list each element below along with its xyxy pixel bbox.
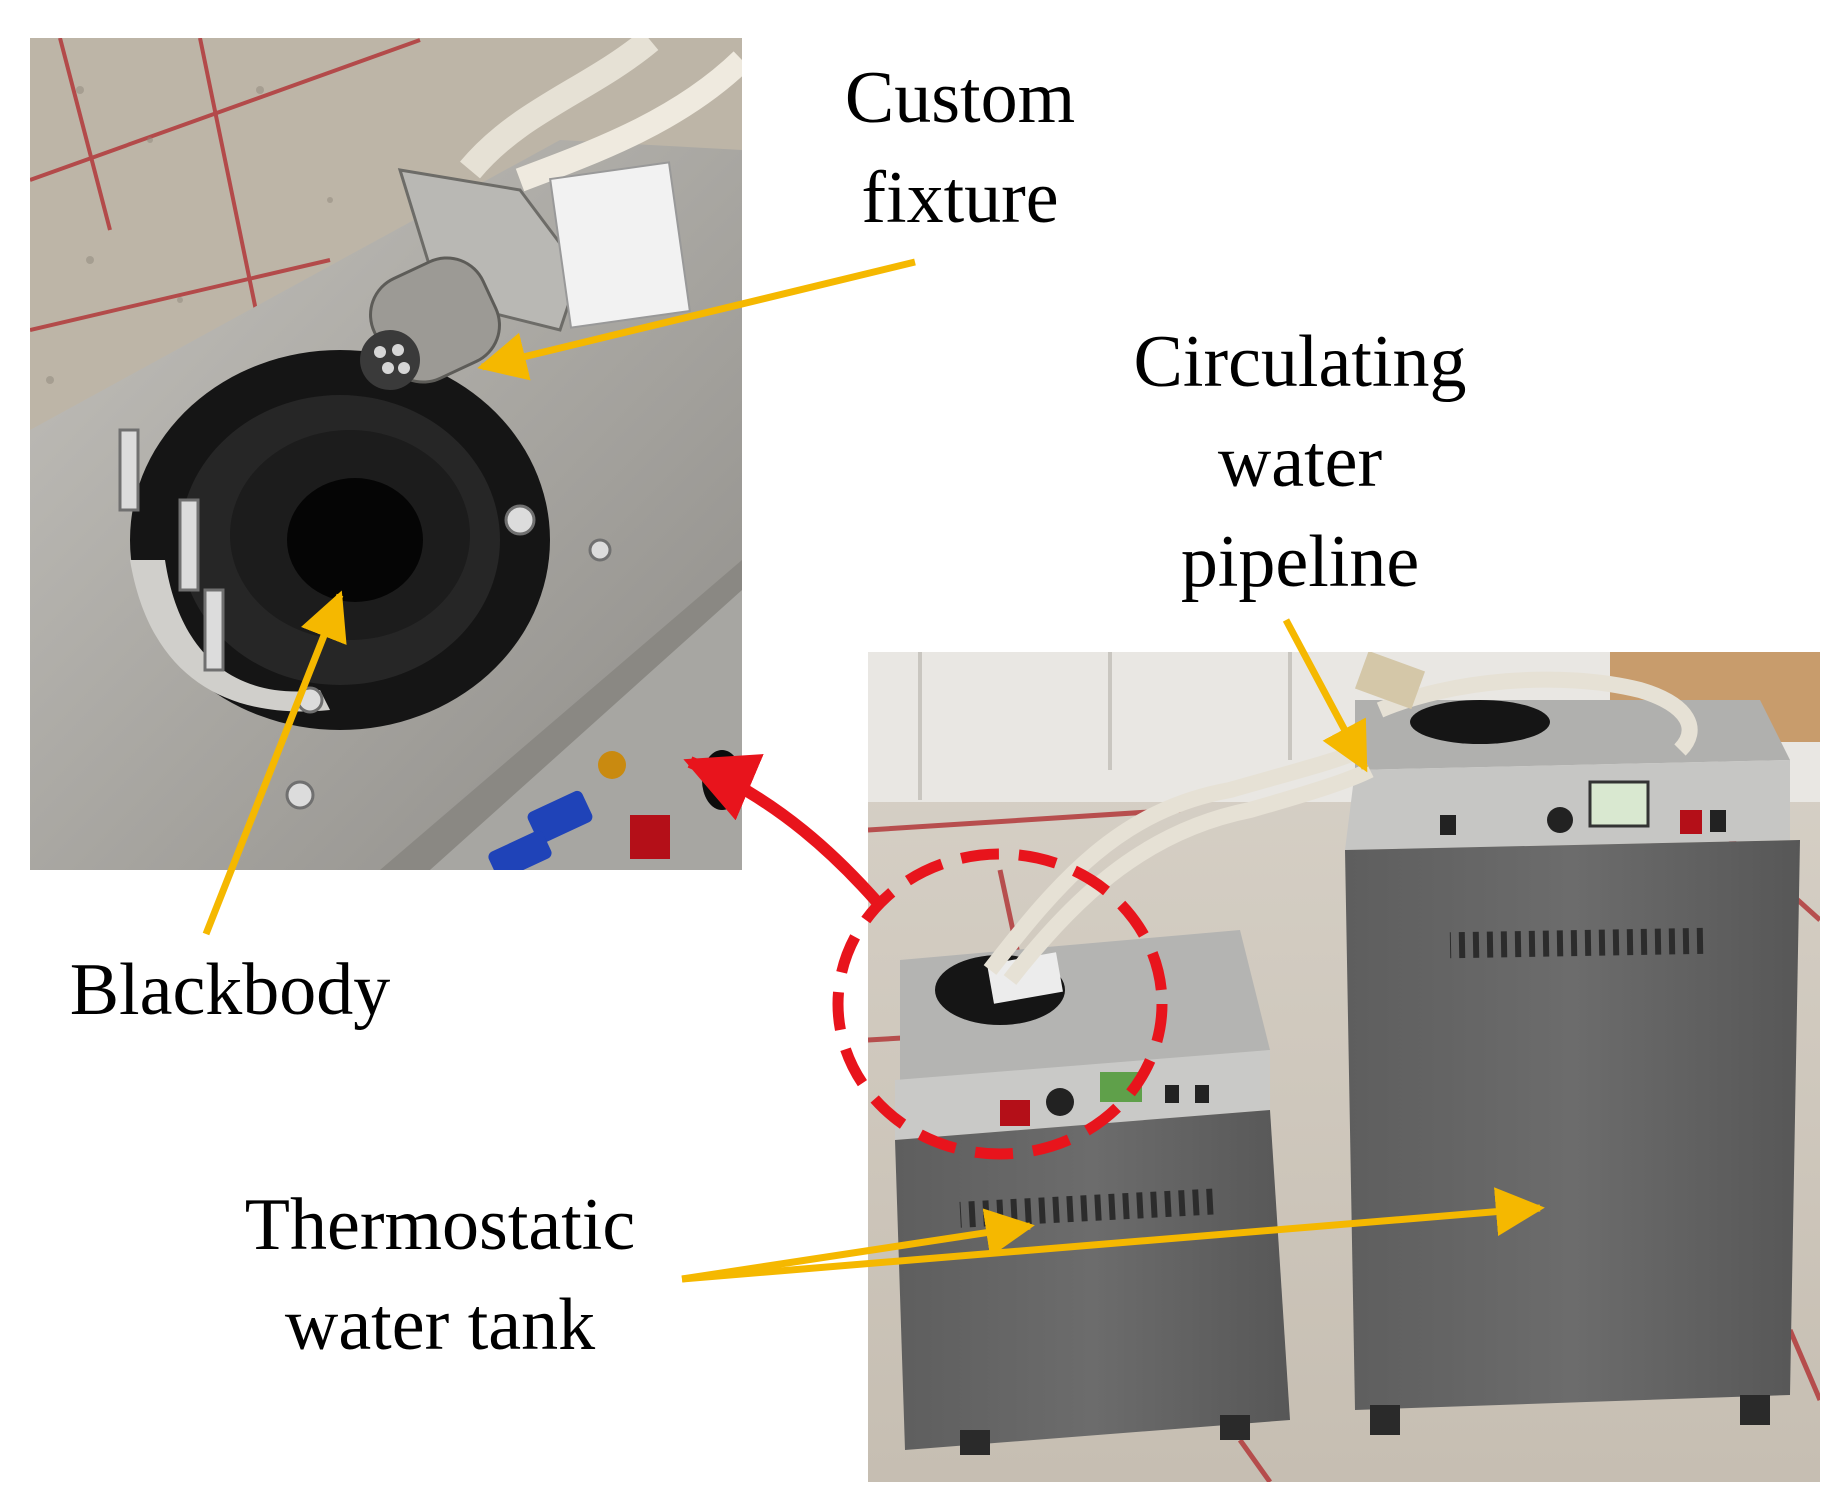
main-photo bbox=[868, 652, 1820, 1482]
annotations bbox=[202, 258, 1545, 1283]
blackbody-arrow bbox=[202, 590, 347, 936]
water-tank-arrow-left bbox=[681, 1208, 1035, 1283]
blackbody-label: Blackbody bbox=[69, 949, 391, 1031]
circulating-pipeline-label-line1: Circulating bbox=[1133, 321, 1467, 403]
inset-photo bbox=[30, 38, 742, 870]
custom-fixture bbox=[360, 38, 742, 390]
water-tank-label: Thermostatic water tank bbox=[180, 1175, 700, 1375]
custom-fixture-arrow bbox=[477, 258, 916, 381]
large-tank bbox=[1345, 700, 1800, 1435]
circulating-pipeline-label-line2: water bbox=[1217, 421, 1383, 503]
circulating-pipeline-label: Circulating water pipeline bbox=[1040, 312, 1560, 612]
custom-fixture-label-line1: Custom bbox=[844, 57, 1076, 139]
water-tank-label-line1: Thermostatic bbox=[244, 1184, 636, 1266]
custom-fixture-label: Custom fixture bbox=[760, 48, 1160, 248]
water-tank-label-line2: water tank bbox=[284, 1284, 596, 1366]
water-tank-arrow-right bbox=[681, 1187, 1545, 1283]
blackbody-ring bbox=[130, 350, 550, 730]
circulating-pipeline-label-line3: pipeline bbox=[1180, 521, 1420, 603]
small-tank bbox=[895, 930, 1290, 1455]
highlight-arrow bbox=[683, 754, 883, 907]
highlight-circle bbox=[832, 848, 1168, 1160]
custom-fixture-label-line2: fixture bbox=[861, 157, 1059, 239]
pipeline-arrow bbox=[1282, 618, 1369, 773]
inset-floor-grid bbox=[30, 38, 421, 612]
